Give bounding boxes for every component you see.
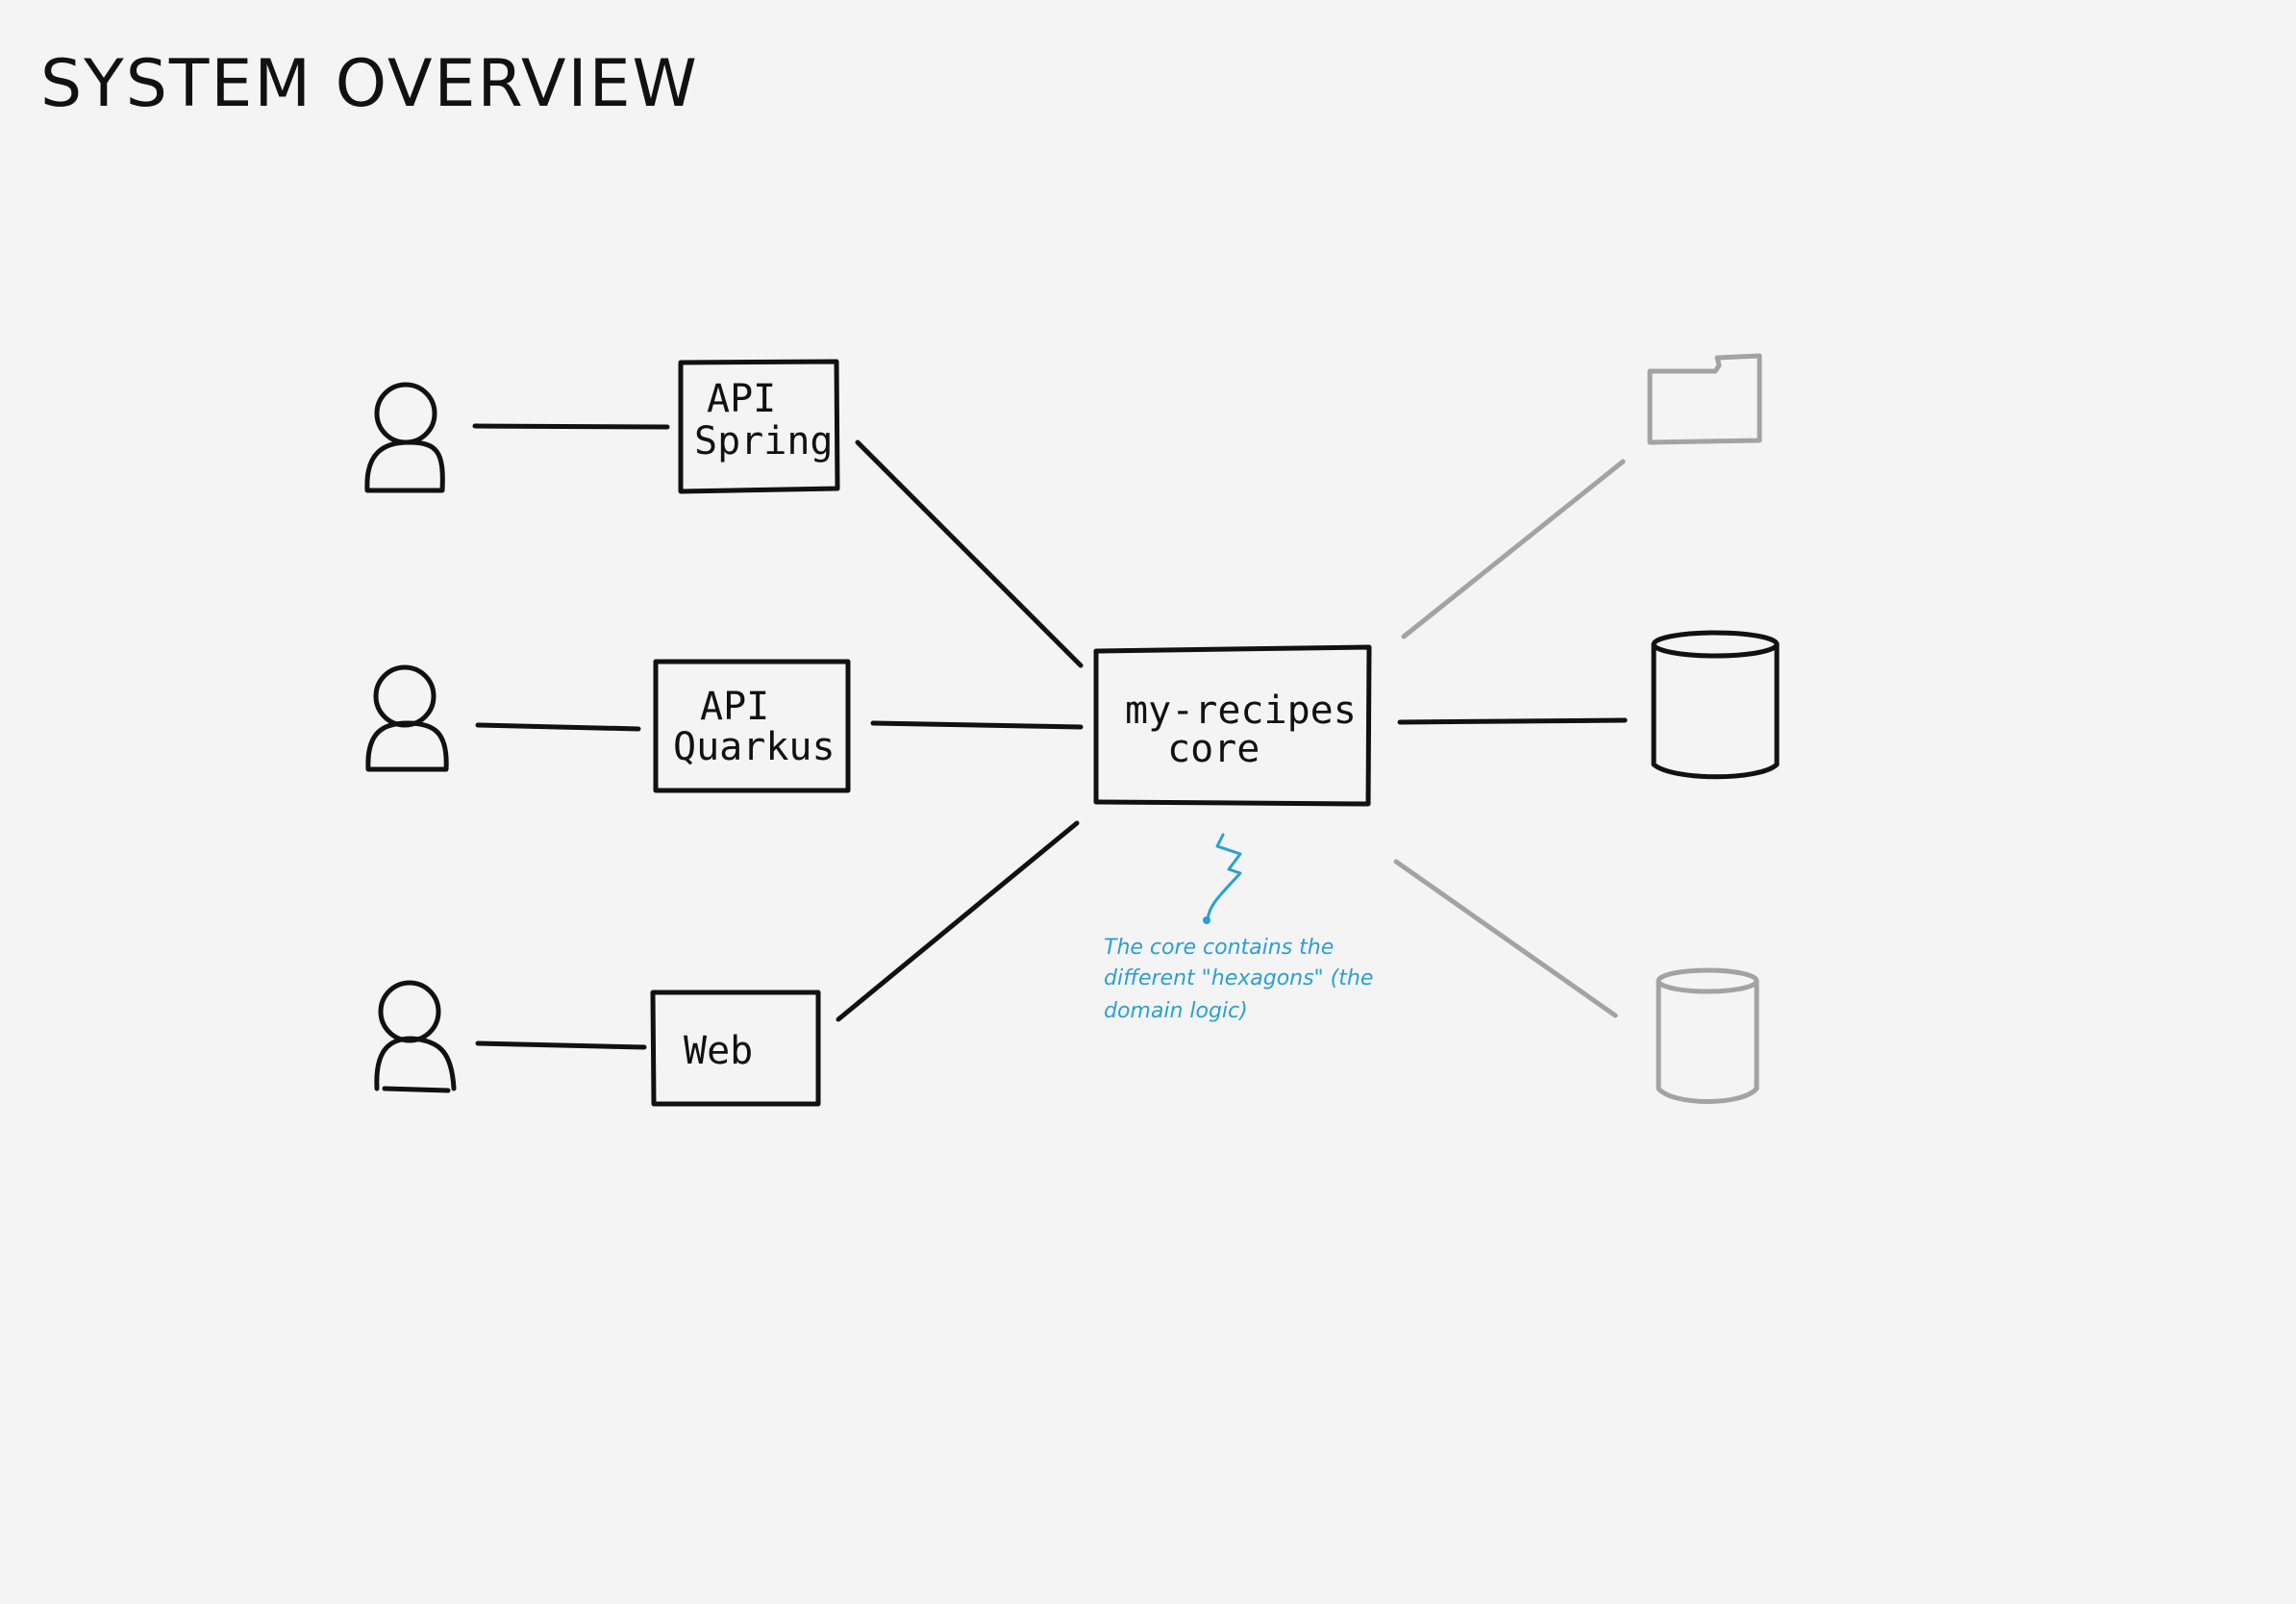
api-spring-node: API Spring <box>678 359 840 494</box>
api-quarkus-node: API Quarkus <box>653 659 851 793</box>
web-label: Web <box>684 1029 753 1073</box>
api-quarkus-label-line1: API <box>700 685 769 729</box>
database-icon <box>1651 630 1780 780</box>
connector-core-database-secondary <box>1393 859 1618 1018</box>
annotation-note-line1: The core contains the <box>1104 936 1334 960</box>
database-secondary-icon <box>1656 967 1759 1104</box>
connector-spring-core <box>855 439 1084 668</box>
core-label-line2: core <box>1167 727 1260 771</box>
folder-icon <box>1647 353 1762 445</box>
annotation-note-line2: different "hexagons" (the <box>1104 966 1373 990</box>
web-node: Web <box>650 990 821 1107</box>
api-spring-label-line1: API <box>707 377 776 421</box>
connector-quarkus-core <box>870 720 1084 730</box>
connector-user-web <box>475 1040 647 1050</box>
connector-core-folder <box>1401 459 1626 639</box>
core-node: my-recipes core <box>1093 644 1372 807</box>
annotation-arrow <box>1203 833 1242 924</box>
page-title: SYSTEM OVERVIEW <box>40 46 699 122</box>
core-label-line1: my-recipes <box>1125 689 1357 733</box>
user-icon-quarkus <box>365 664 449 772</box>
connector-core-database <box>1397 717 1628 725</box>
connector-web-core <box>836 820 1080 1022</box>
connector-user-quarkus <box>475 722 641 732</box>
annotation-anchor-dot <box>1203 916 1210 924</box>
user-icon-web <box>374 980 457 1093</box>
api-quarkus-label-line2: Quarkus <box>673 725 836 769</box>
api-spring-label-line2: Spring <box>694 419 834 464</box>
connector-user-spring <box>472 423 670 430</box>
user-icon-spring <box>364 382 445 493</box>
annotation-note-line3: domain logic) <box>1104 999 1248 1023</box>
